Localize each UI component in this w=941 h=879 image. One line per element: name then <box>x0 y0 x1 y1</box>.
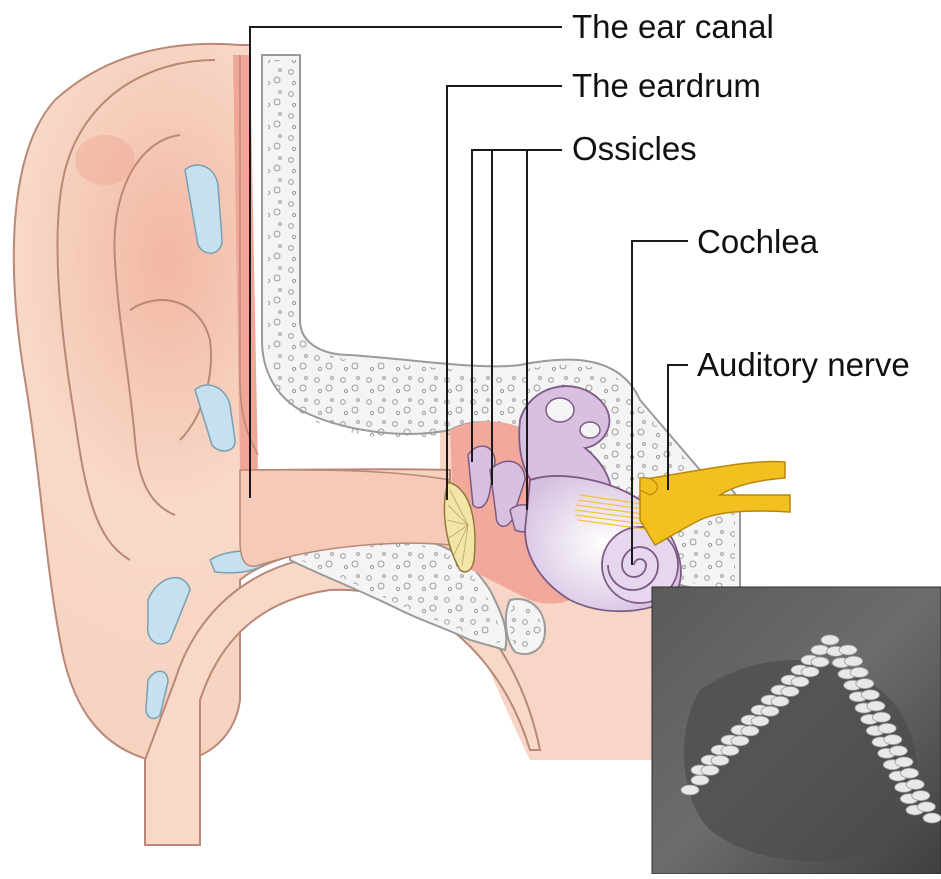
stereocilium <box>751 716 769 726</box>
stereocilium <box>801 667 819 677</box>
stereocilium <box>923 813 941 823</box>
stereocilium <box>850 667 868 677</box>
stereocilium <box>691 775 709 785</box>
stereocilium <box>867 701 885 711</box>
stereocilium <box>912 791 930 801</box>
label-ossicles: Ossicles <box>572 132 697 165</box>
stereocilium <box>731 736 749 746</box>
stereocilium <box>917 802 935 812</box>
stereocilium <box>856 679 874 689</box>
stereocilium <box>889 746 907 756</box>
stereocilium <box>861 690 879 700</box>
label-cochlea: Cochlea <box>697 225 818 258</box>
stereocilium <box>884 735 902 745</box>
label-ear-canal: The ear canal <box>572 10 774 43</box>
stereocilium <box>901 768 919 778</box>
pinna-blush <box>75 135 135 185</box>
stereocilium <box>821 635 839 645</box>
stereocilium <box>681 785 699 795</box>
stereocilium <box>839 645 857 655</box>
stereocilium <box>711 756 729 766</box>
canal-loop-2 <box>580 422 600 438</box>
stereocilium <box>721 746 739 756</box>
stereocilium <box>895 757 913 767</box>
stereocilium <box>781 687 799 697</box>
stereocilium <box>741 726 759 736</box>
stereocilium <box>791 677 809 687</box>
micrograph-inset <box>652 587 941 874</box>
stereocilium <box>873 712 891 722</box>
stereocilium <box>906 779 924 789</box>
stereocilium <box>771 696 789 706</box>
stereocilium <box>701 765 719 775</box>
canal-loop-1 <box>546 398 574 422</box>
stereocilium <box>761 706 779 716</box>
stereocilium <box>878 723 896 733</box>
label-eardrum: The eardrum <box>572 69 761 102</box>
stereocilium <box>845 656 863 666</box>
label-auditory-nerve: Auditory nerve <box>697 348 910 381</box>
stereocilium <box>811 645 829 655</box>
stereocilium <box>811 657 829 667</box>
